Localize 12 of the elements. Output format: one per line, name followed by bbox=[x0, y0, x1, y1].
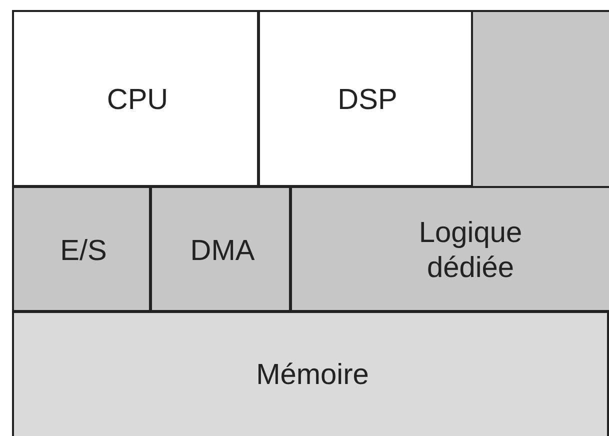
block-label: CPU bbox=[106, 83, 168, 118]
processor-block bbox=[12, 10, 259, 187]
block-label: Mémoire bbox=[256, 358, 369, 393]
memory-block bbox=[12, 311, 609, 436]
logic-block bbox=[290, 186, 609, 312]
block-label: DMA bbox=[190, 234, 255, 268]
block-label: Logique dédiée bbox=[418, 216, 524, 286]
io-block bbox=[12, 186, 151, 312]
block-label: E/S bbox=[60, 234, 107, 268]
block-label: DSP bbox=[338, 83, 398, 118]
processor-block bbox=[258, 10, 473, 187]
dma-block bbox=[150, 186, 291, 312]
